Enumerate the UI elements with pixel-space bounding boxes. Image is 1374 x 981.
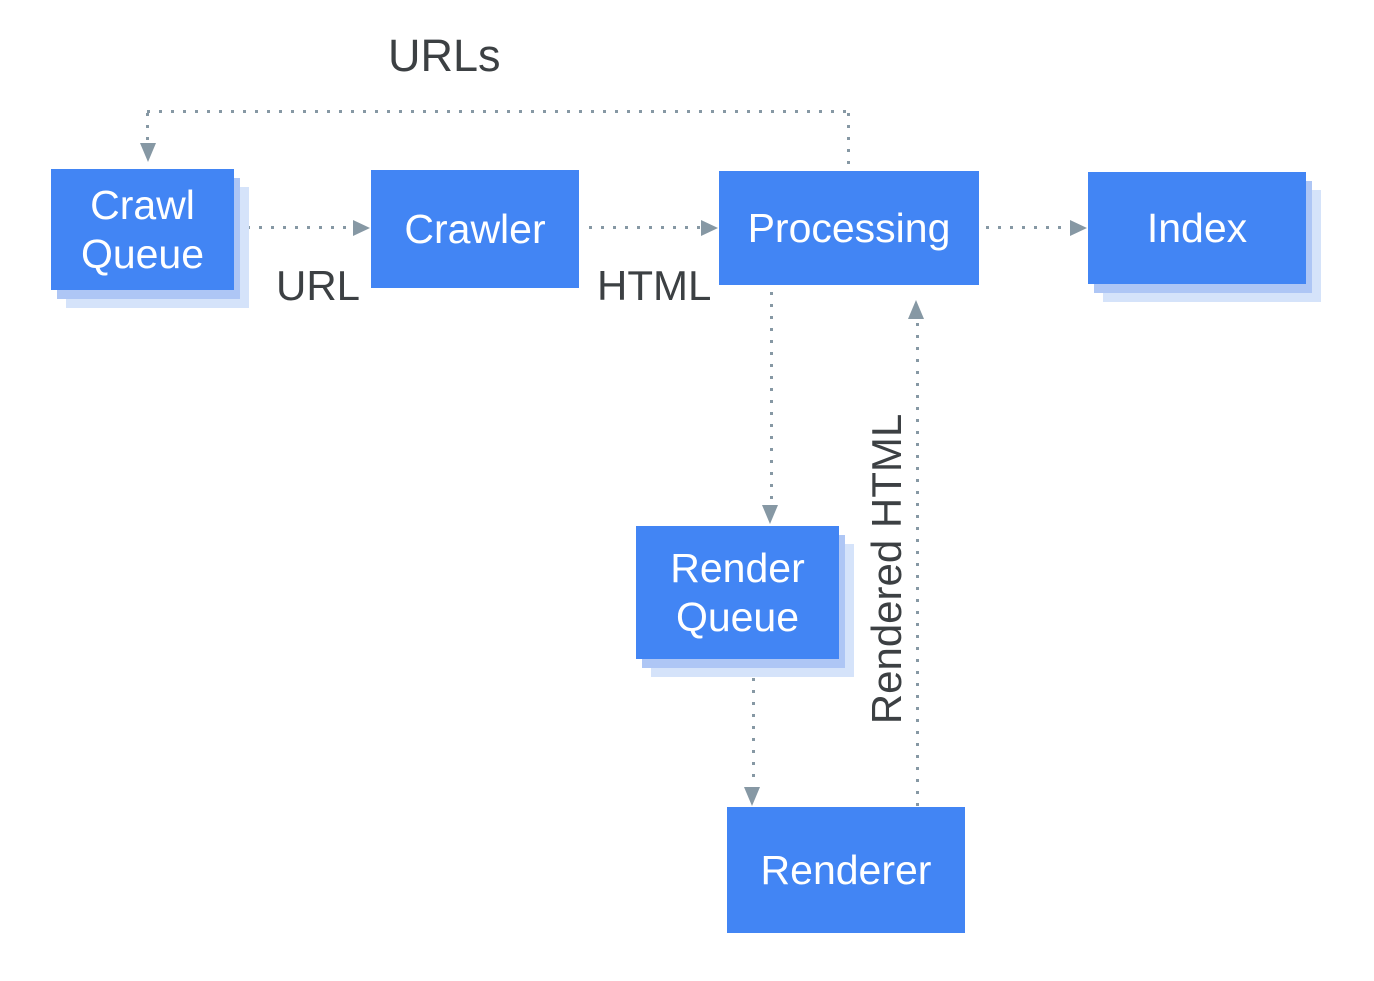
url-edge-label: URL <box>276 262 361 309</box>
processing-renderqueue-arrowhead-down-icon <box>762 505 778 524</box>
renderer-node-label: Renderer <box>760 846 932 893</box>
html-edge-line <box>589 226 701 229</box>
processing-index-edge-line <box>986 226 1070 229</box>
render-queue-node: Render Queue <box>636 526 839 659</box>
index-node-label: Index <box>1146 204 1248 251</box>
url-arrowhead-right-icon <box>353 220 370 236</box>
processing-index-arrowhead-right-icon <box>1070 220 1087 236</box>
urls-arrowhead-down-icon <box>140 143 156 162</box>
processing-node: Processing <box>719 171 979 285</box>
urls-edge-label: URLs <box>388 30 501 81</box>
processing-renderqueue-edge-line <box>770 292 773 504</box>
crawler-node: Crawler <box>371 170 579 288</box>
url-edge-line <box>247 226 353 229</box>
crawl-queue-node: Crawl Queue <box>51 169 234 290</box>
index-node: Index <box>1088 172 1306 284</box>
renderer-node: Renderer <box>727 807 965 933</box>
crawler-node-label: Crawler <box>404 205 546 252</box>
renderer-processing-arrowhead-up-icon <box>908 300 924 319</box>
html-edge-label: HTML <box>597 262 712 309</box>
html-arrowhead-right-icon <box>701 220 718 236</box>
urls-edge-line-horizontal <box>147 110 849 113</box>
urls-edge-line-left-vertical <box>146 113 149 143</box>
renderqueue-renderer-edge-line <box>752 678 755 786</box>
urls-edge-line-right-vertical <box>847 113 850 170</box>
rendered-html-edge-label: Rendered HTML <box>863 413 910 725</box>
renderqueue-renderer-arrowhead-down-icon <box>744 787 760 806</box>
render-queue-node-label: Render Queue <box>670 545 805 640</box>
processing-node-label: Processing <box>747 204 951 251</box>
renderer-processing-edge-line <box>916 323 919 807</box>
crawl-queue-node-label: Crawl Queue <box>80 182 205 277</box>
